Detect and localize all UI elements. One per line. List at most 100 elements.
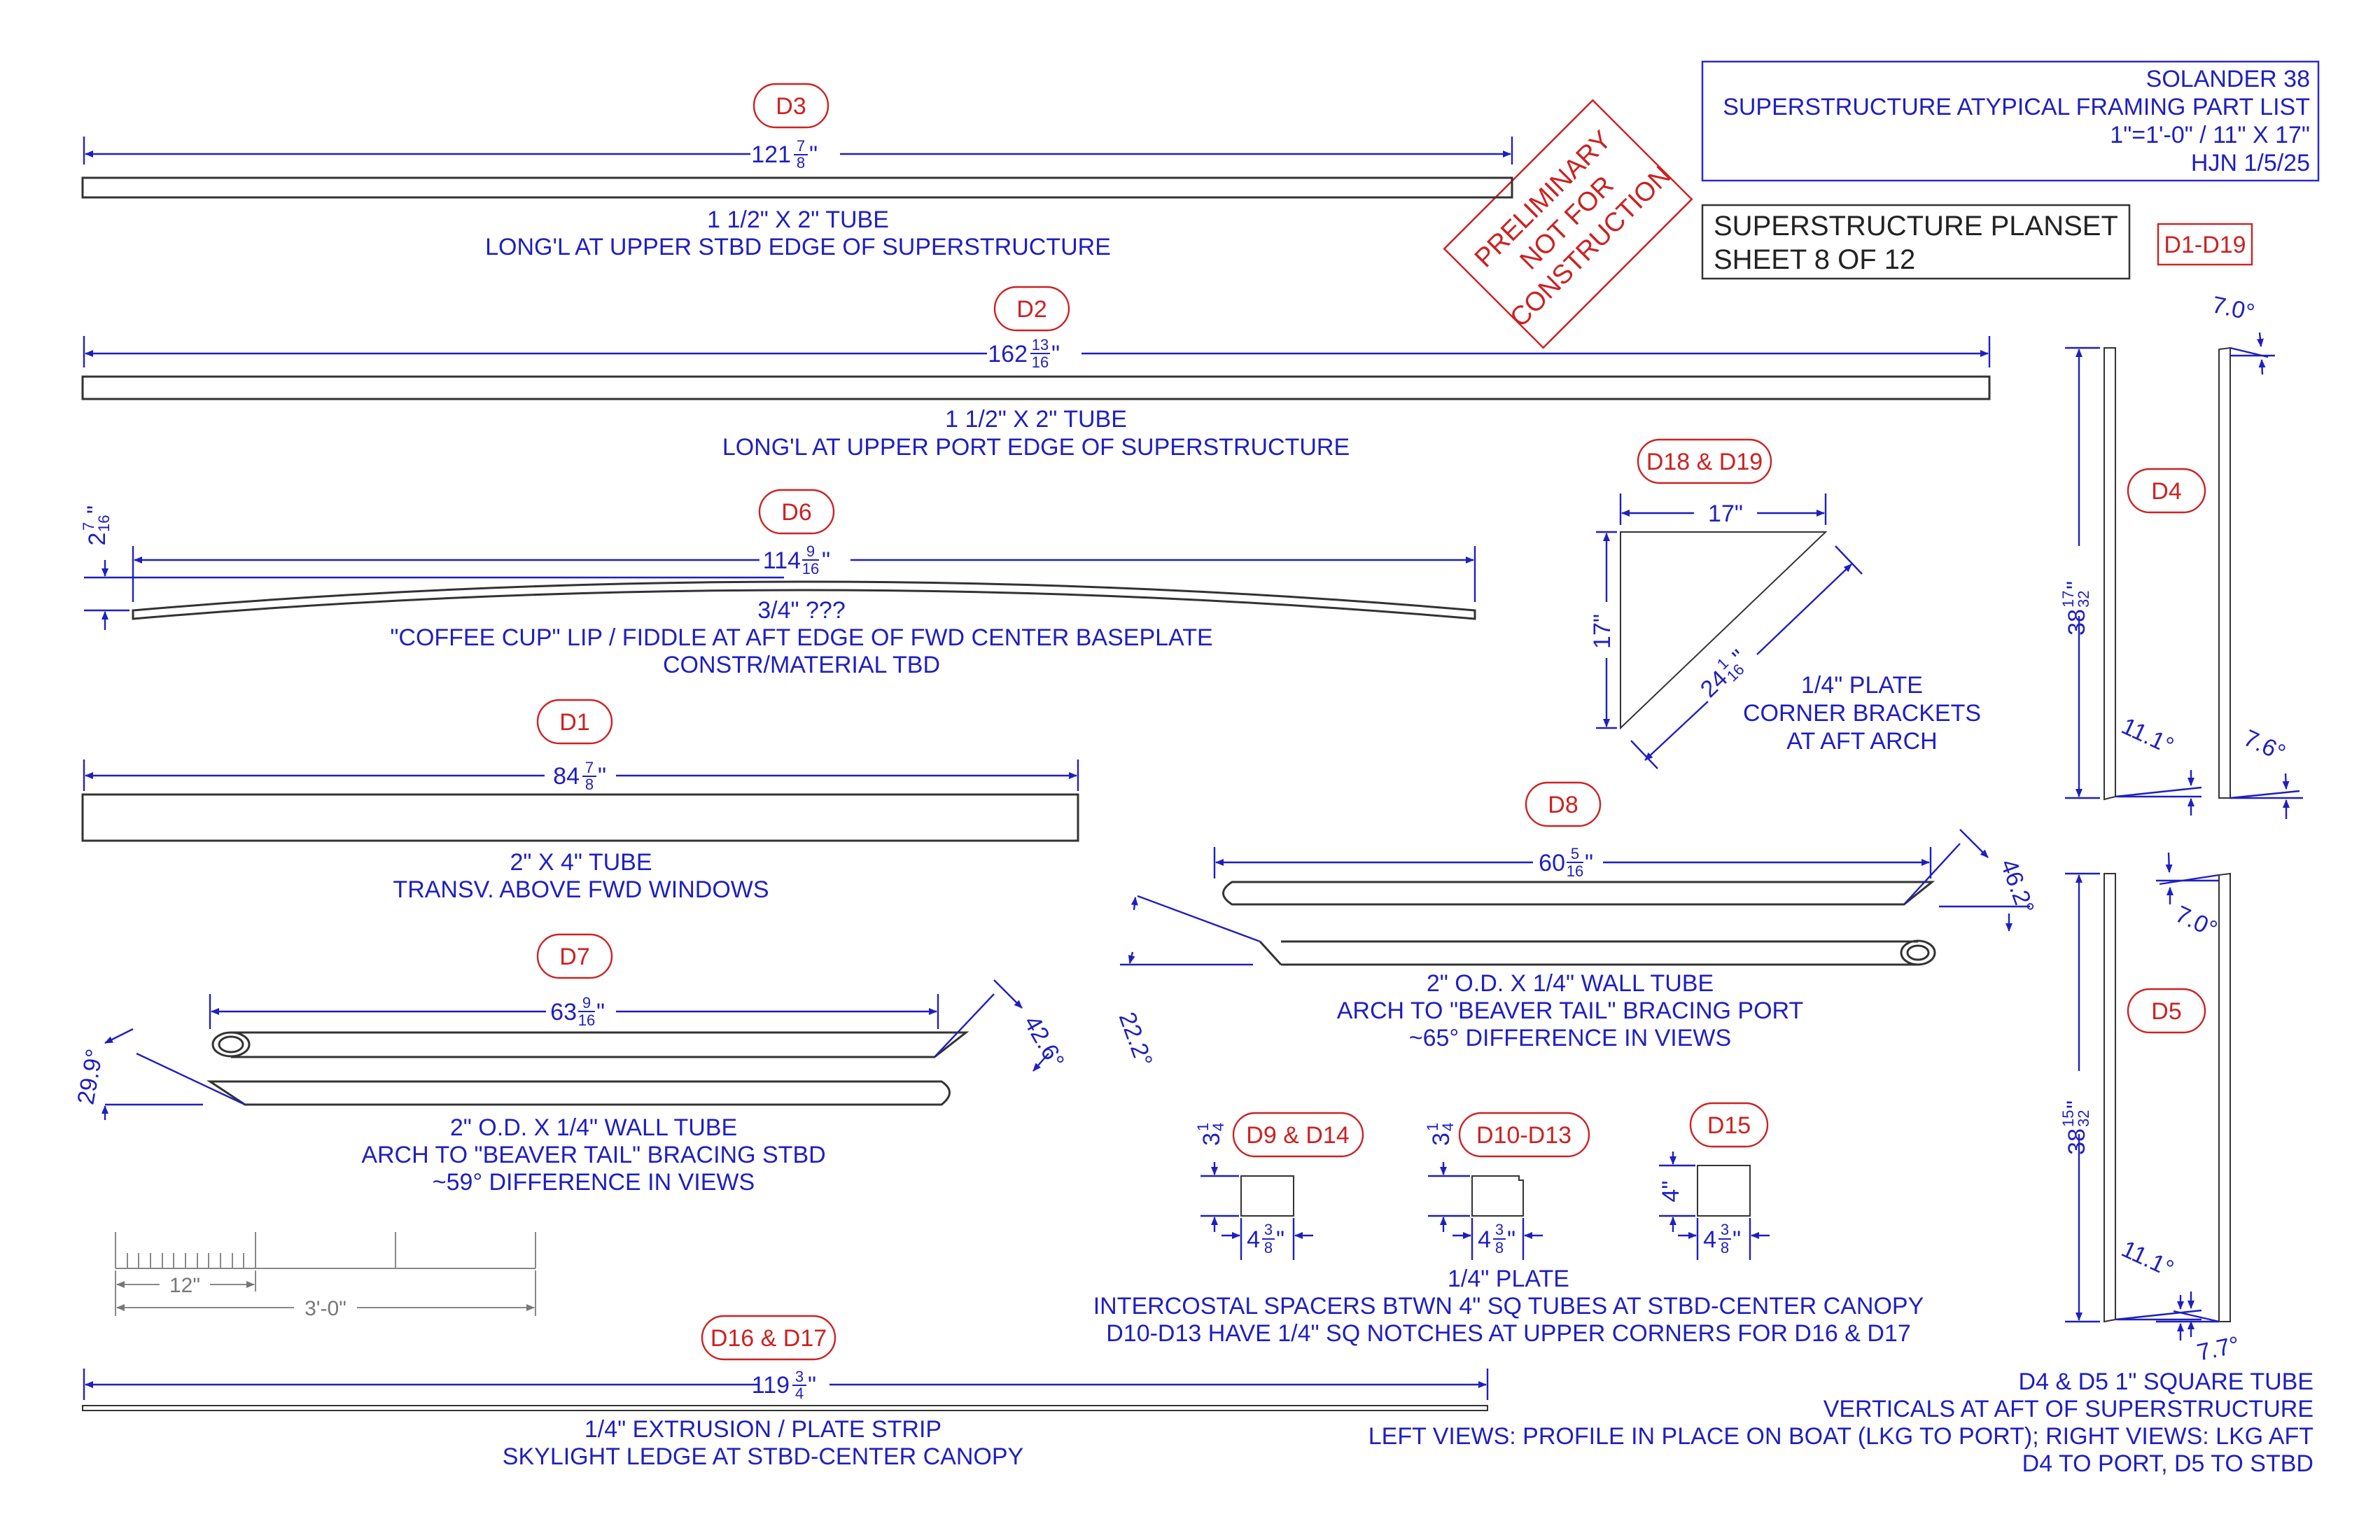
d8-angle-1: 46.2° [1995,856,2039,918]
d7-length-num: 9 [582,994,591,1011]
d16-length-whole: 119 [752,1372,790,1399]
d2-length-num: 13 [1032,336,1049,354]
part-d6: D6 114 9 16 " 2 7 16 " 3/4" ??? "COFFEE … [80,489,1476,678]
verticals-note-4: D4 TO PORT, D5 TO STBD [2022,1450,2314,1477]
d18-side-dim: 17" [1589,614,1616,649]
tag-d5-label: D5 [2151,998,2181,1025]
d8-lower-view [1259,940,1918,966]
d7-length-den: 16 [578,1011,595,1029]
d18-top-dim: 17" [1708,500,1743,527]
d9-height-den: 4 [1210,1123,1227,1131]
d18-bracket-shape [1620,531,1828,730]
svg-text:": " [809,141,818,168]
d3-tube-shape [81,176,1513,199]
d5-angle-left: 11.1° [2118,1236,2178,1282]
tag-d18-d19-label: D18 & D19 [1646,449,1763,475]
spacers-note-3: D10-D13 HAVE 1/4" SQ NOTCHES AT UPPER CO… [1106,1320,1911,1347]
tag-d4 [2127,468,2206,514]
d2-note-1: 1 1/2" X 2" TUBE [945,406,1127,433]
d2-length-whole: 162 [988,341,1028,368]
d4-angle-left: 11.1° [2118,713,2178,760]
d1-tube-shape [81,793,1079,842]
d1-length-den: 8 [585,776,594,793]
tag-d6-label: D6 [781,499,811,526]
d16-note-2: SKYLIGHT LEDGE AT STBD-CENTER CANOPY [503,1443,1023,1470]
part-d4: D4 38 17 32 " 7.0° 11.1° 7.6° [2059,291,2303,819]
tag-d8-label: D8 [1548,792,1578,818]
svg-text:": " [822,547,830,574]
d10-height-den: 4 [1439,1123,1457,1131]
svg-text:": " [2062,1100,2089,1109]
d4-right-view [2218,346,2231,799]
d15-width-whole: 4 [1703,1226,1716,1253]
tag-d8 [1525,781,1602,827]
tag-d18-d19 [1637,438,1772,484]
title-line-2: SUPERSTRUCTURE ATYPICAL FRAMING PART LIS… [1723,94,2310,120]
part-d9-d14: D9 & D14 3 1 4 4 3 8 " [1194,1112,1364,1260]
d3-note-2: LONG'L AT UPPER STBD EDGE OF SUPERSTRUCT… [485,234,1111,260]
tag-d3-label: D3 [776,93,806,120]
scale-label-large: 3'-0" [304,1297,346,1320]
d16-length-den: 4 [795,1385,804,1402]
d16-note-1: 1/4" EXTRUSION / PLATE STRIP [584,1416,941,1443]
d9-width-den: 8 [1264,1239,1273,1256]
svg-text:": " [1585,850,1593,876]
svg-text:": " [83,505,109,514]
d9-height-num: 1 [1194,1123,1212,1131]
tag-d6 [758,489,835,535]
svg-text:": " [808,1372,816,1399]
d6-length-num: 9 [806,542,815,560]
d7-length-whole: 63 [550,999,577,1026]
d15-spacer-shape [1697,1165,1751,1217]
d7-note-3: ~59° DIFFERENCE IN VIEWS [433,1169,755,1196]
d1-note-2: TRANSV. ABOVE FWD WINDOWS [393,876,769,903]
d10-width-num: 3 [1495,1221,1504,1238]
tag-d9-d14 [1232,1112,1364,1158]
tag-d9-d14-label: D9 & D14 [1246,1122,1349,1149]
d5-angle-right: 7.7° [2194,1331,2241,1366]
d5-length-num: 15 [2059,1110,2077,1127]
tag-d1-label: D1 [559,709,589,736]
d9-width-whole: 4 [1247,1226,1260,1253]
scale-label-small: 12" [169,1274,200,1297]
svg-text:": " [1507,1226,1516,1253]
tag-d16-d17 [701,1315,836,1361]
spacers-note-2: INTERCOSTAL SPACERS BTWN 4" SQ TUBES AT … [1093,1293,1924,1320]
d18-note-1: 1/4" PLATE [1801,672,1923,699]
d6-length-den: 16 [802,560,819,578]
spacers-note: 1/4" PLATE INTERCOSTAL SPACERS BTWN 4" S… [1093,1266,1924,1347]
d1-length-whole: 84 [553,763,580,790]
d8-length-num: 5 [1571,845,1579,862]
part-d7: D7 63 9 16 " 42.6° 29.9° 2" O.D. X 1/4" … [73,933,1070,1196]
d5-right-view [2218,872,2231,1322]
d5-left-view [2104,873,2116,1323]
d1-length-num: 7 [585,759,594,776]
svg-text:": " [598,763,606,790]
planset-box: SUPERSTRUCTURE PLANSET SHEET 8 OF 12 [1701,204,2131,280]
tag-d4-label: D4 [2151,478,2181,505]
d6-note-1: 3/4" ??? [757,597,846,624]
d16-strip-shape [82,1405,1488,1411]
d4-angle-right: 7.6° [2239,724,2289,766]
tag-d15-label: D15 [1707,1112,1751,1139]
tag-d7-label: D7 [559,944,589,970]
title-block: SOLANDER 38 SUPERSTRUCTURE ATYPICAL FRAM… [1701,60,2320,182]
tag-d10-d13-label: D10-D13 [1476,1122,1572,1149]
d3-length-num: 7 [797,137,805,155]
d5-length-den: 32 [2075,1110,2092,1127]
d7-note-1: 2" O.D. X 1/4" WALL TUBE [450,1114,737,1141]
planset-line-1: SUPERSTRUCTURE PLANSET [1714,211,2118,241]
tag-d3 [752,83,830,129]
title-line-4: HJN 1/5/25 [2191,150,2310,176]
d6-note-2: "COFFEE CUP" LIP / FIDDLE AT AFT EDGE OF… [390,624,1212,651]
verticals-note-1: D4 & D5 1" SQUARE TUBE [2019,1368,2314,1395]
tag-d7 [536,933,613,979]
d4-length-num: 17 [2059,591,2077,608]
d10-height-num: 1 [1424,1123,1441,1131]
range-tag: D1-D19 [2157,223,2253,266]
svg-text:": " [596,999,605,1026]
d9-spacer-shape [1240,1175,1294,1217]
d8-note-2: ARCH TO "BEAVER TAIL" BRACING PORT [1337,997,1804,1024]
d4-left-view [2104,347,2116,801]
